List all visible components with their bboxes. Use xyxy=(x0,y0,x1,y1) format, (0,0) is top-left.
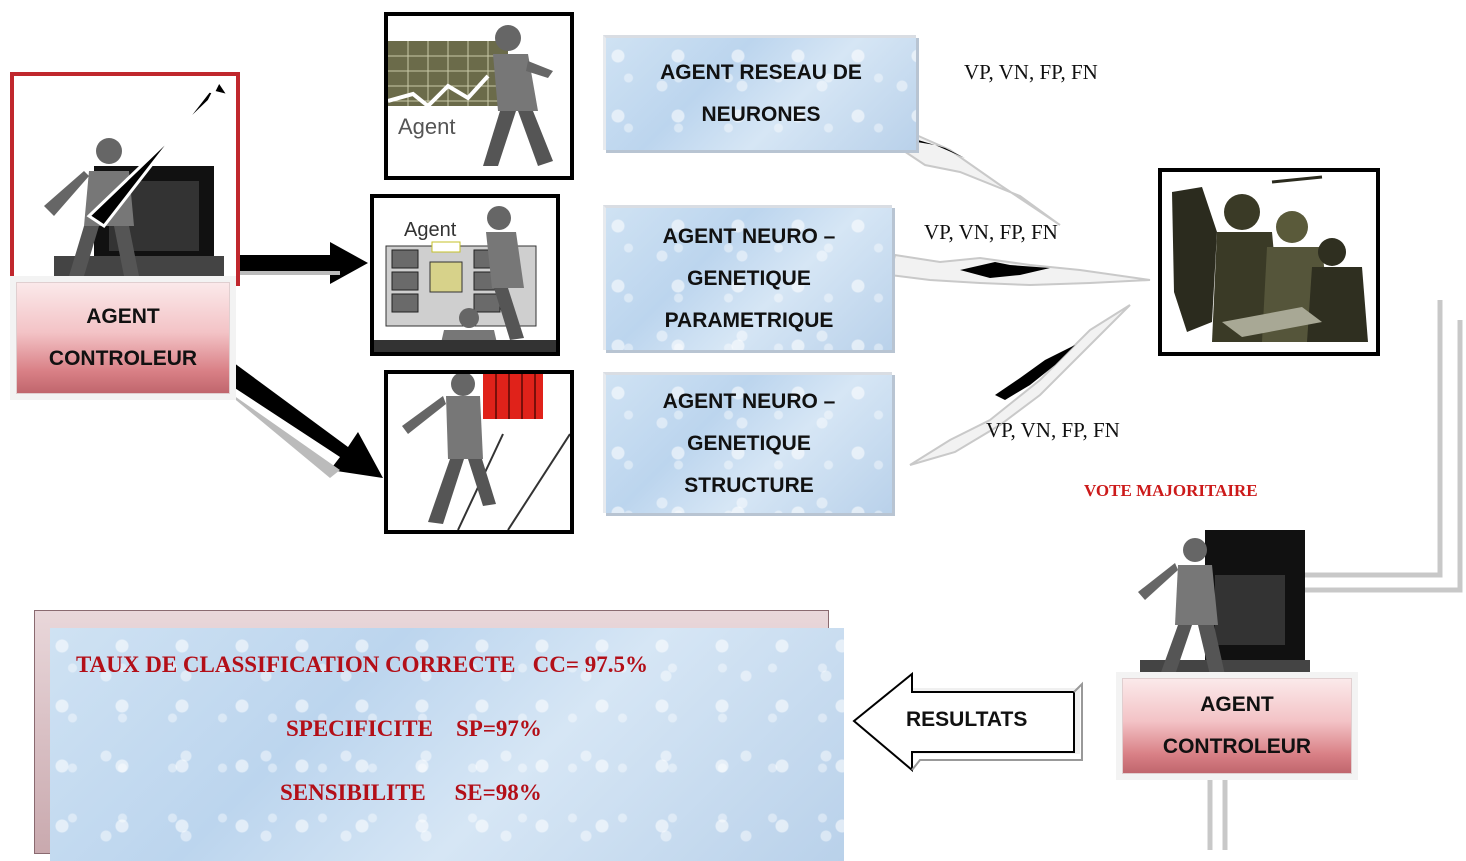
neural-agent-image: Agent xyxy=(384,12,574,180)
arrow-to-structure-agent xyxy=(213,360,383,478)
agent-neural-line1: AGENT RESEAU DE xyxy=(660,61,862,84)
right-controller-image xyxy=(1120,530,1310,680)
result-se: SENSIBILITE SE=98% xyxy=(280,780,542,805)
worker-computer-icon xyxy=(1138,530,1310,680)
result-cc: TAUX DE CLASSIFICATION CORRECTE CC= 97.5… xyxy=(76,652,648,677)
agent-param-line1: AGENT NEURO – xyxy=(662,225,836,248)
left-controller-image xyxy=(10,72,240,286)
vote-meeting-image xyxy=(1158,168,1380,356)
agent-box-neural: AGENT RESEAU DE NEURONES xyxy=(603,35,916,150)
vp-label-neural: VP, VN, FP, FN xyxy=(964,60,1098,84)
structure-agent-image xyxy=(384,370,574,534)
agent-text: Agent xyxy=(398,114,456,139)
left-controller-label: AGENT CONTROLEUR xyxy=(16,282,230,394)
agent-cabinet-icon: Agent xyxy=(374,206,556,352)
vp-label-structure: VP, VN, FP, FN xyxy=(986,418,1120,442)
agent-box-param: AGENT NEURO – GENETIQUE PARAMETRIQUE xyxy=(603,205,892,350)
resultats-label: RESULTATS xyxy=(906,708,1028,731)
lightning-param xyxy=(888,253,1151,287)
resultats-arrow xyxy=(852,671,1083,773)
agent-structure-line3: STRUCTURE xyxy=(684,474,814,497)
agent-box-structure: AGENT NEURO – GENETIQUE STRUCTURE xyxy=(603,372,892,513)
result-sp: SPECIFICITE SP=97% xyxy=(286,716,542,741)
agent-neural-line2: NEURONES xyxy=(701,103,821,126)
agent-text: Agent xyxy=(404,219,457,241)
controller-right-line1: AGENT xyxy=(1200,693,1274,716)
controller-label-line2: CONTROLEUR xyxy=(48,347,198,370)
param-agent-image: Agent xyxy=(370,194,560,356)
agent-param-line3: PARAMETRIQUE xyxy=(664,309,834,332)
lightning-structure xyxy=(909,304,1131,466)
agent-chart-icon: Agent xyxy=(388,25,553,166)
controller-right-line2: CONTROLEUR xyxy=(1162,735,1312,758)
controller-label-line1: AGENT xyxy=(86,305,160,328)
worker-computer-icon xyxy=(44,78,233,276)
right-controller-label: AGENT CONTROLEUR xyxy=(1122,678,1352,774)
agent-structure-line1: AGENT NEURO – xyxy=(662,390,836,413)
arrow-to-param-agent xyxy=(240,242,368,284)
results-box: TAUX DE CLASSIFICATION CORRECTE CC= 97.5… xyxy=(50,628,844,861)
agent-param-line2: GENETIQUE xyxy=(687,267,811,290)
meeting-silhouette-icon xyxy=(1162,172,1376,352)
vp-label-param: VP, VN, FP, FN xyxy=(924,220,1058,244)
agent-structure-line2: GENETIQUE xyxy=(687,432,811,455)
vote-majoritaire-label: VOTE MAJORITAIRE xyxy=(1084,481,1258,500)
agent-shelves-icon xyxy=(402,374,570,530)
